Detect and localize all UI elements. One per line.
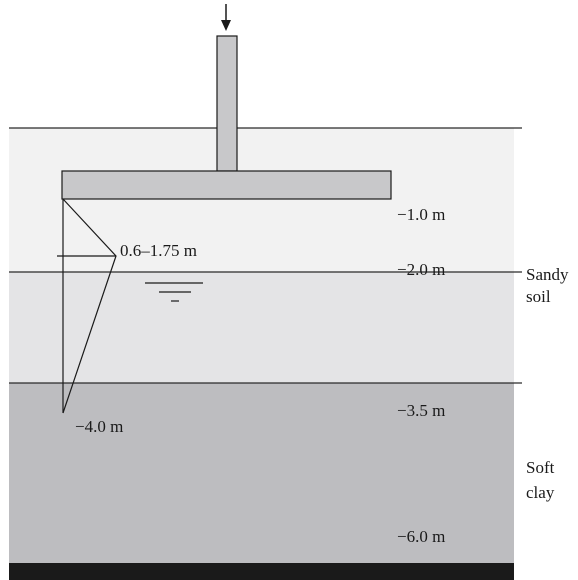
soft-clay-layer xyxy=(9,383,514,563)
stress-range-label: 0.6–1.75 m xyxy=(120,241,197,260)
depth-label-3: −3.5 m xyxy=(397,401,445,420)
stress-tip-label: −4.0 m xyxy=(75,417,123,436)
base-stratum xyxy=(9,563,514,580)
depth-label-2: −2.0 m xyxy=(397,260,445,279)
sandy-soil-label-line2: soil xyxy=(526,287,551,306)
upper-soil-layer xyxy=(9,128,514,272)
sandy-soil-label-line1: Sandy xyxy=(526,265,569,284)
soft-clay-label-line2: clay xyxy=(526,483,555,502)
water-table-icon xyxy=(145,282,203,302)
soft-clay-label-line1: Soft xyxy=(526,458,555,477)
down-arrow-icon xyxy=(221,4,231,31)
depth-label-4: −6.0 m xyxy=(397,527,445,546)
depth-label-1: −1.0 m xyxy=(397,205,445,224)
sandy-soil-layer xyxy=(9,272,514,383)
column xyxy=(216,35,238,172)
footing xyxy=(61,170,392,200)
